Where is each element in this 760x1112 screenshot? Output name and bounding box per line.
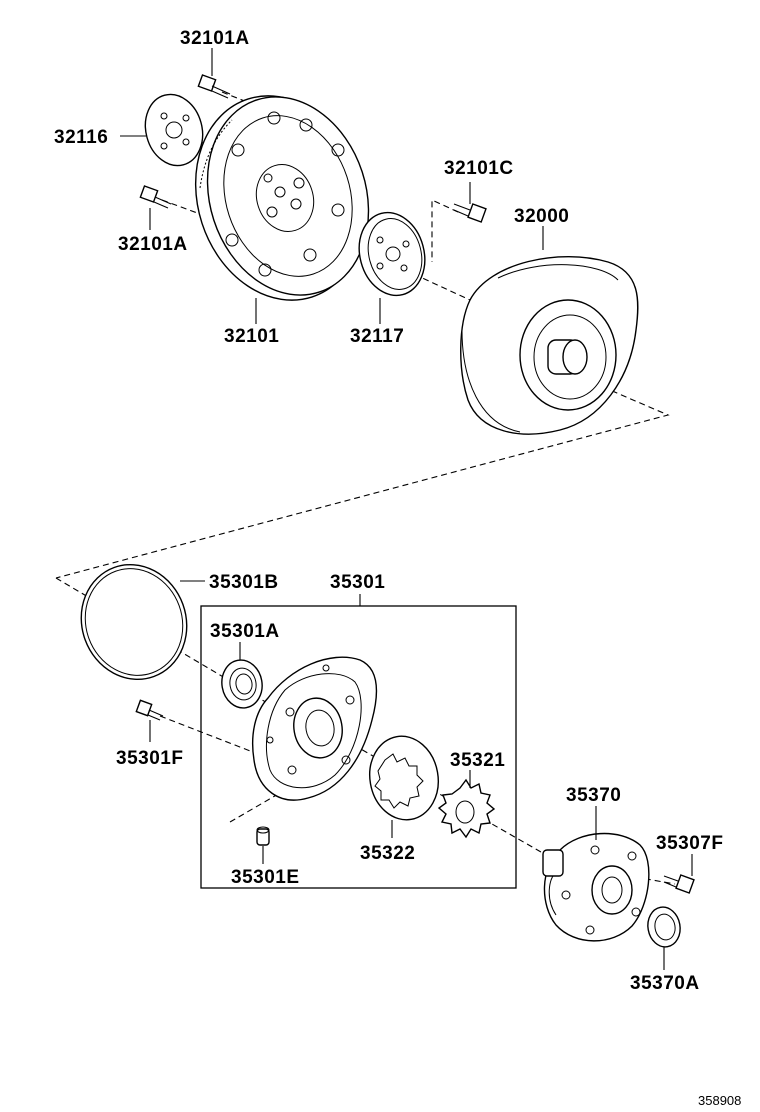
label-35370A: 35370A: [630, 973, 700, 994]
driven-gear-part: [369, 735, 439, 821]
plate-32117-part: [358, 211, 426, 297]
label-32116: 32116: [54, 127, 108, 148]
label-35301B: 35301B: [209, 572, 279, 593]
bolt-top-part: [197, 74, 231, 99]
label-35307F: 35307F: [656, 833, 723, 854]
drive-plate-part: [194, 95, 370, 301]
torque-converter-part: [460, 256, 639, 435]
pin-35301E-part: [256, 826, 270, 846]
bolt-bottom-part: [139, 185, 172, 209]
label-32101C: 32101C: [444, 158, 514, 179]
bolt-35301F-part: [135, 699, 164, 721]
label-32101A-top: 32101A: [180, 28, 250, 49]
label-32101: 32101: [224, 326, 279, 347]
bolt-35307F-part: [663, 874, 695, 894]
label-35321: 35321: [450, 750, 505, 771]
leader-lines: [120, 48, 693, 970]
label-35301E: 35301E: [231, 867, 300, 888]
oil-pump-body-group-frame: [200, 605, 517, 889]
seal-ring-35370A-part: [647, 906, 681, 948]
oil-seal-part: [221, 659, 263, 709]
o-ring-part: [80, 563, 188, 681]
pump-body-part: [251, 656, 378, 801]
label-35301A: 35301A: [210, 621, 280, 642]
label-35322: 35322: [360, 843, 415, 864]
spacer-plate-part: [144, 93, 204, 167]
diagram-reference-number: 358908: [698, 1093, 741, 1108]
label-32117: 32117: [350, 326, 404, 347]
label-35301F: 35301F: [116, 748, 183, 769]
label-35301: 35301: [330, 572, 385, 593]
drive-gear-part: [437, 778, 496, 839]
bolt-32101C-part: [453, 203, 487, 223]
label-35370: 35370: [566, 785, 621, 806]
label-32101A-bottom: 32101A: [118, 234, 188, 255]
stator-shaft-part: [542, 832, 650, 942]
label-32000: 32000: [514, 206, 569, 227]
